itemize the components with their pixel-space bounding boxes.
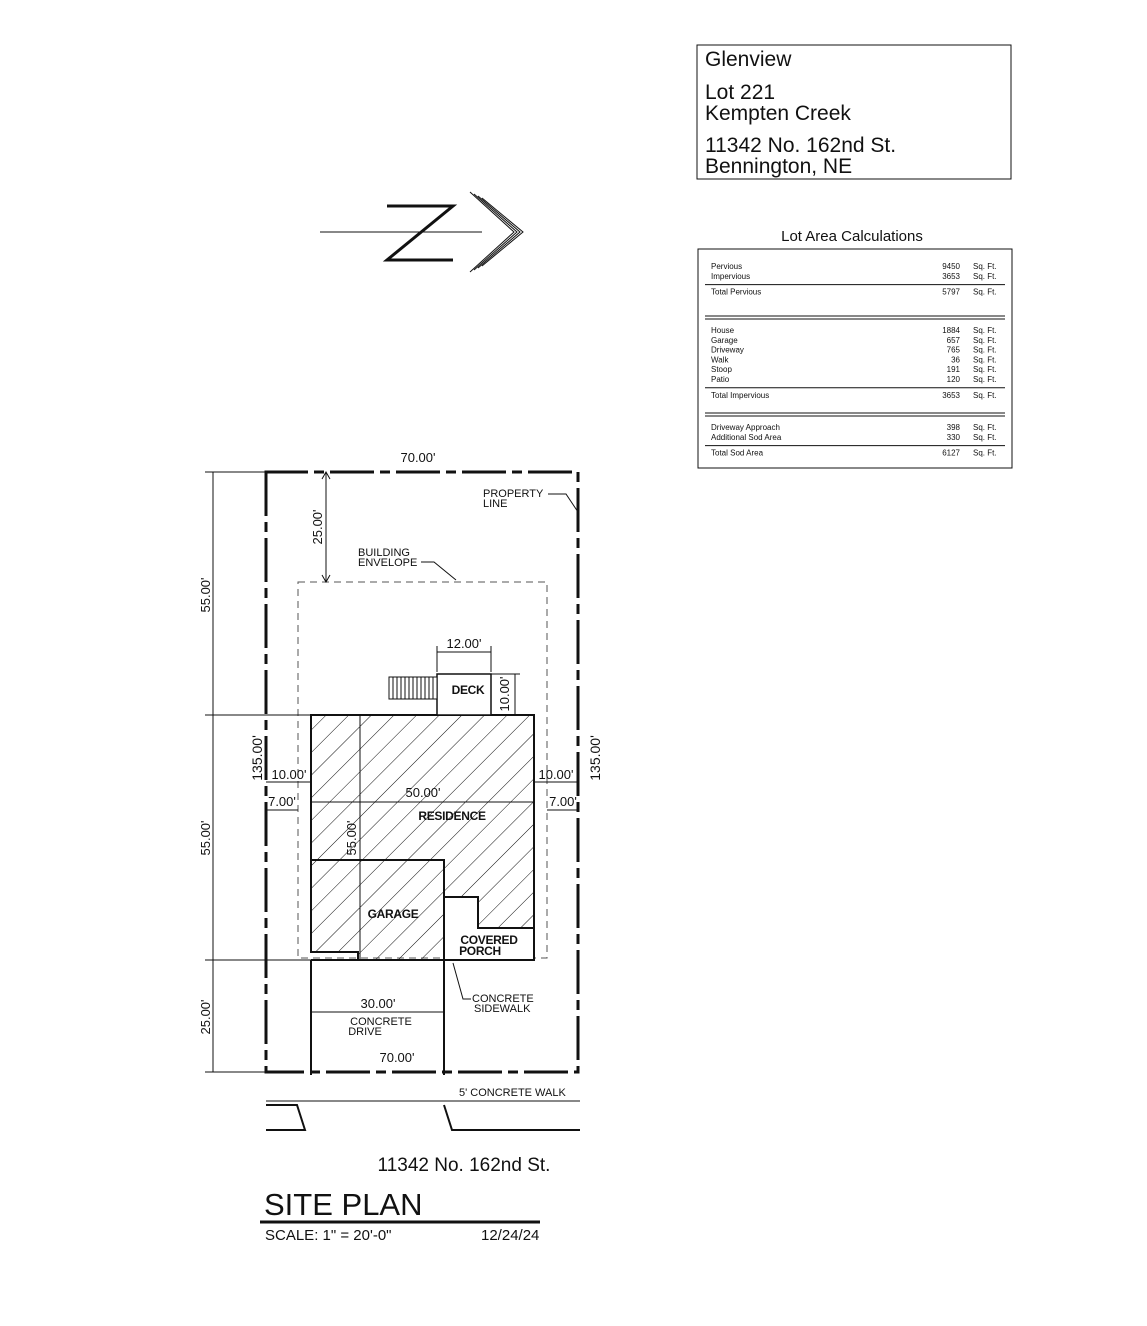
dim-side-yard-right: 7.00' (549, 794, 577, 809)
dim-drive-width: 30.00' (360, 996, 395, 1011)
calc-row-label: Additional Sod Area (711, 433, 782, 442)
label-line: LINE (483, 498, 507, 510)
dim-lot-width-bottom: 70.00' (379, 1050, 414, 1065)
calc-row-unit: Sq. Ft. (973, 365, 997, 374)
label-deck: DECK (452, 683, 485, 697)
plan-view: 70.00' 70.00' 25.00' 55.00' 55.00' 25.00… (198, 450, 603, 1131)
calc-row-value: 398 (947, 423, 961, 432)
label-residence: RESIDENCE (418, 809, 486, 823)
calc-row-value: 9450 (942, 262, 960, 271)
calc-total-value: 3653 (942, 391, 960, 400)
calc-row-unit: Sq. Ft. (973, 326, 997, 335)
dim-house-width: 50.00' (405, 785, 440, 800)
dim-lot-depth-left: 135.00' (249, 735, 265, 781)
calc-row-value: 765 (947, 346, 961, 355)
deck-stairs (388, 676, 438, 700)
calc-row-label: Impervious (711, 272, 750, 281)
title-street: 11342 No. 162nd St. (705, 134, 896, 157)
label-concrete-drive-2: DRIVE (348, 1026, 382, 1038)
calc-row-value: 120 (947, 375, 961, 384)
dim-left-upper: 55.00' (198, 577, 213, 612)
calc-row-value: 191 (947, 365, 961, 374)
calc-row-unit: Sq. Ft. (973, 375, 997, 384)
dim-side-yard-left: 7.00' (268, 794, 296, 809)
drawing-scale: SCALE: 1" = 20'-0" (265, 1227, 392, 1244)
label-envelope: ENVELOPE (358, 557, 417, 569)
dim-deck-depth: 10.00' (497, 676, 512, 711)
calc-total-value: 6127 (942, 449, 960, 458)
calc-row-label: Walk (711, 355, 729, 364)
dim-rear-setback: 25.00' (198, 999, 213, 1034)
calc-row-label: Driveway (711, 346, 744, 355)
calc-row-value: 330 (947, 433, 961, 442)
label-concrete-drive-1: CONCRETE (350, 1016, 412, 1028)
calc-row-value: 36 (951, 355, 960, 364)
calc-row-label: Stoop (711, 365, 732, 374)
calc-total-unit: Sq. Ft. (973, 449, 997, 458)
calc-total-label: Total Sod Area (711, 449, 764, 458)
dim-side-setback-left: 10.00' (271, 767, 306, 782)
calc-total-unit: Sq. Ft. (973, 288, 997, 297)
title-block: Glenview Lot 221 Kempten Creek 11342 No.… (696, 44, 1012, 180)
calc-row-label: Patio (711, 375, 730, 384)
calc-row-value: 1884 (942, 326, 960, 335)
curb-left (266, 1104, 307, 1131)
dim-left-middle: 55.00' (198, 820, 213, 855)
label-porch: PORCH (459, 944, 501, 958)
label-building: BUILDING (358, 547, 410, 559)
calc-row-label: Garage (711, 336, 738, 345)
drawing-footer: 11342 No. 162nd St. SITE PLAN SCALE: 1" … (260, 1155, 550, 1244)
label-covered: COVERED (460, 933, 518, 947)
dim-side-setback-right: 10.00' (538, 767, 573, 782)
label-property: PROPERTY (483, 488, 544, 500)
calc-row-value: 3653 (942, 272, 960, 281)
label-concrete-sidewalk-2: SIDEWALK (474, 1003, 531, 1015)
footer-address: 11342 No. 162nd St. (378, 1155, 551, 1176)
dim-house-depth: 55.00' (344, 820, 359, 855)
calc-row-unit: Sq. Ft. (973, 355, 997, 364)
label-concrete-walk: 5' CONCRETE WALK (459, 1087, 566, 1099)
dim-front-setback: 25.00' (310, 509, 325, 544)
calc-row-label: House (711, 326, 735, 335)
label-concrete-sidewalk-1: CONCRETE (472, 993, 534, 1005)
dim-deck-width: 12.00' (446, 636, 481, 651)
calc-row-unit: Sq. Ft. (973, 262, 997, 271)
calc-row-unit: Sq. Ft. (973, 346, 997, 355)
drawing-title: SITE PLAN (264, 1187, 423, 1222)
calc-row-unit: Sq. Ft. (973, 336, 997, 345)
lot-area-title: Lot Area Calculations (781, 228, 923, 245)
title-development: Glenview (705, 48, 792, 71)
title-lot: Lot 221 (705, 81, 775, 104)
calc-total-value: 5797 (942, 288, 960, 297)
dim-lot-width-top: 70.00' (400, 450, 435, 465)
calc-row-label: Driveway Approach (711, 423, 780, 432)
dimension-lines (205, 470, 579, 1073)
label-garage: GARAGE (368, 907, 419, 921)
calc-row-unit: Sq. Ft. (973, 423, 997, 432)
dim-lot-depth-right: 135.00' (587, 735, 603, 781)
calc-total-unit: Sq. Ft. (973, 391, 997, 400)
north-arrow-icon (320, 191, 524, 273)
calc-row-unit: Sq. Ft. (973, 272, 997, 281)
calc-total-label: Total Impervious (711, 391, 769, 400)
property-line (264, 470, 580, 1074)
drawing-date: 12/24/24 (481, 1227, 539, 1244)
calc-row-label: Pervious (711, 262, 742, 271)
curb-right (443, 1104, 580, 1131)
calc-row-unit: Sq. Ft. (973, 433, 997, 442)
calc-row-value: 657 (947, 336, 961, 345)
deck (436, 673, 492, 716)
title-subdivision: Kempten Creek (705, 102, 851, 125)
title-city: Bennington, NE (705, 155, 852, 178)
calc-total-label: Total Pervious (711, 288, 761, 297)
